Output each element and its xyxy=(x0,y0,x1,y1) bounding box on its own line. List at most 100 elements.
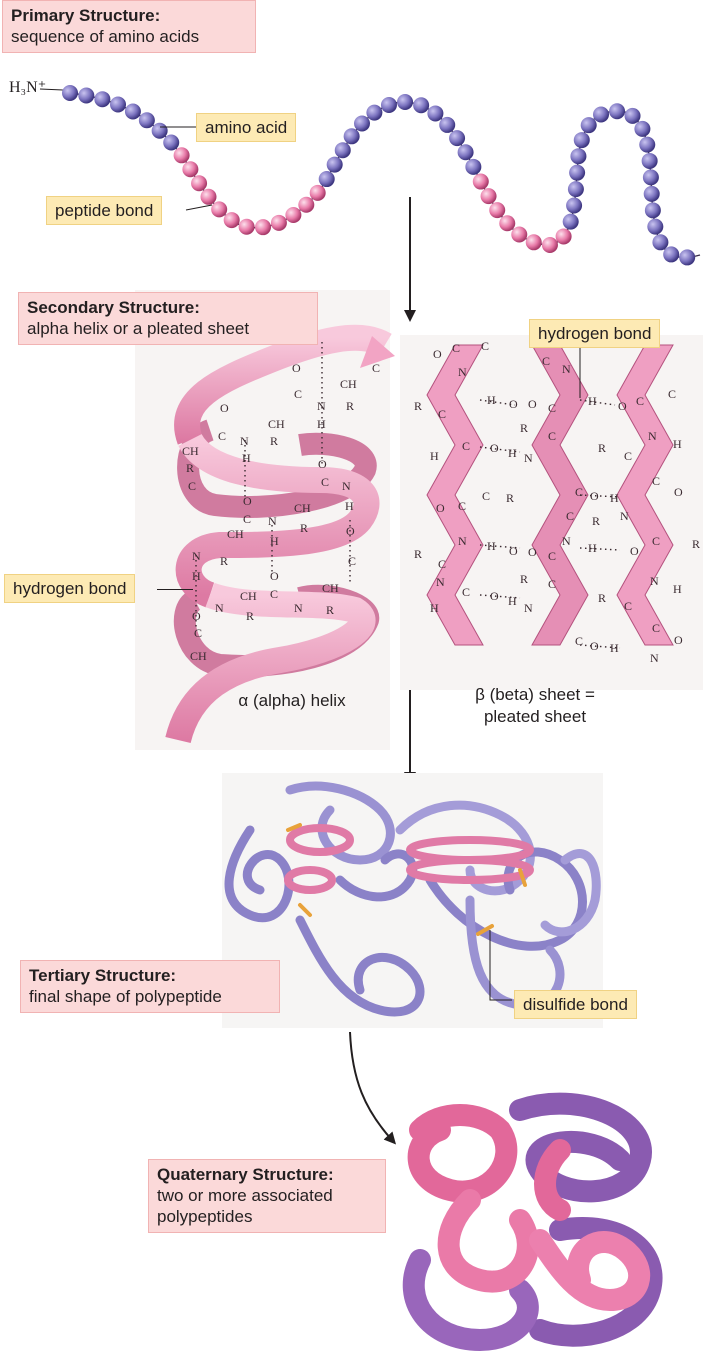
svg-text:C: C xyxy=(188,479,196,493)
amino-acid-bead-purple xyxy=(663,246,679,262)
svg-text:C: C xyxy=(548,429,556,443)
svg-text:C: C xyxy=(294,387,302,401)
hydrogen-bond-label-sheet: hydrogen bond xyxy=(529,319,660,348)
amino-acid-bead-pink xyxy=(499,215,515,231)
svg-text:O: O xyxy=(528,545,537,559)
svg-text:N: N xyxy=(650,651,659,665)
secondary-structure-subtitle: alpha helix or a pleated sheet xyxy=(27,318,309,339)
svg-text:O: O xyxy=(618,399,627,413)
amino-acid-bead-pink xyxy=(271,215,287,231)
alpha-helix-illustration: OCN CHRC HOC NHOC OCN CHRH CHRC OCN CHRH… xyxy=(135,290,395,750)
amino-acid-bead-purple xyxy=(679,249,695,265)
amino-acid-bead-purple xyxy=(643,169,659,185)
amino-acid-bead-purple xyxy=(327,157,343,173)
disulfide-bond-label: disulfide bond xyxy=(514,990,637,1019)
svg-text:N: N xyxy=(268,514,277,528)
amino-acid-bead-purple xyxy=(634,121,650,137)
svg-text:C: C xyxy=(624,449,632,463)
amino-acid-bead-purple xyxy=(609,103,625,119)
quaternary-structure-subtitle-line1: two or more associated xyxy=(157,1185,377,1206)
amino-acid-bead-purple xyxy=(397,94,413,110)
amino-acid-bead-purple xyxy=(152,123,168,139)
primary-structure-title: Primary Structure: xyxy=(11,5,247,26)
svg-text:R: R xyxy=(270,434,278,448)
svg-text:O: O xyxy=(436,501,445,515)
amino-acid-bead-purple xyxy=(78,88,94,104)
amino-acid-bead-pink xyxy=(556,228,572,244)
svg-text:C: C xyxy=(348,554,356,568)
amino-acid-bead-purple xyxy=(163,134,179,150)
amino-acid-bead-purple xyxy=(563,214,579,230)
amino-acid-bead-pink xyxy=(201,189,217,205)
alpha-helix-caption: α (alpha) helix xyxy=(212,690,372,712)
svg-text:N: N xyxy=(524,451,533,465)
svg-text:O: O xyxy=(318,457,327,471)
svg-text:C: C xyxy=(542,354,550,368)
svg-text:N: N xyxy=(562,534,571,548)
svg-text:N: N xyxy=(215,601,224,615)
amino-acid-bead-purple xyxy=(581,117,597,133)
svg-text:R: R xyxy=(346,399,354,413)
amino-acid-bead-pink xyxy=(511,226,527,242)
beta-sheet-caption-line1: β (beta) sheet = xyxy=(450,684,620,706)
svg-text:H: H xyxy=(610,491,619,505)
svg-text:C: C xyxy=(652,621,660,635)
amino-acid-bead-purple xyxy=(642,153,658,169)
amino-acid-bead-pink xyxy=(489,202,505,218)
amino-acid-bead-pink xyxy=(542,237,558,253)
svg-text:C: C xyxy=(575,485,583,499)
svg-text:CH: CH xyxy=(182,444,199,458)
svg-text:H: H xyxy=(673,437,682,451)
amino-acid-bead-pink xyxy=(285,207,301,223)
svg-text:H: H xyxy=(430,449,439,463)
svg-text:H: H xyxy=(610,641,619,655)
svg-text:R: R xyxy=(414,399,422,413)
svg-text:N: N xyxy=(524,601,533,615)
amino-acid-bead-purple xyxy=(593,106,609,122)
amino-acid-bead-purple xyxy=(110,96,126,112)
svg-text:C: C xyxy=(462,585,470,599)
svg-text:O: O xyxy=(433,347,442,361)
svg-text:H: H xyxy=(270,534,279,548)
amino-acid-bead-purple xyxy=(335,142,351,158)
svg-text:O: O xyxy=(630,544,639,558)
svg-text:C: C xyxy=(321,475,329,489)
svg-text:R: R xyxy=(300,521,308,535)
primary-structure-subtitle: sequence of amino acids xyxy=(11,26,247,47)
svg-text:O: O xyxy=(490,589,499,603)
svg-text:H: H xyxy=(345,499,354,513)
amino-acid-bead-purple xyxy=(354,115,370,131)
svg-text:O: O xyxy=(346,524,355,538)
svg-text:C: C xyxy=(270,587,278,601)
amino-acid-bead-purple xyxy=(439,117,455,133)
svg-text:R: R xyxy=(186,461,194,475)
svg-text:C: C xyxy=(482,489,490,503)
amino-acid-bead-purple xyxy=(344,128,360,144)
beta-sheet-caption: β (beta) sheet = pleated sheet xyxy=(450,684,620,728)
svg-text:C: C xyxy=(194,626,202,640)
amino-acid-bead-purple xyxy=(366,105,382,121)
svg-text:C: C xyxy=(462,439,470,453)
svg-text:R: R xyxy=(598,441,606,455)
n-terminus-label: H₃N⁺ xyxy=(9,77,46,97)
svg-text:N: N xyxy=(650,574,659,588)
amino-acid-bead-pink xyxy=(255,219,271,235)
amino-acid-bead-pink xyxy=(224,212,240,228)
amino-acid-bead-purple xyxy=(139,112,155,128)
svg-text:H: H xyxy=(487,393,496,407)
amino-acid-bead-pink xyxy=(473,174,489,190)
amino-acid-bead-purple xyxy=(574,132,590,148)
amino-acid-bead-purple xyxy=(319,171,335,187)
tertiary-structure-label: Tertiary Structure: final shape of polyp… xyxy=(20,960,280,1013)
hydrogen-bond-leader xyxy=(157,589,193,590)
svg-text:C: C xyxy=(452,341,460,355)
peptide-bond-label: peptide bond xyxy=(46,196,162,225)
amino-acid-bead-purple xyxy=(62,85,78,101)
svg-text:H: H xyxy=(673,582,682,596)
amino-acid-bead-pink xyxy=(211,201,227,217)
svg-text:C: C xyxy=(243,512,251,526)
amino-acid-bead-purple xyxy=(449,130,465,146)
svg-text:CH: CH xyxy=(190,649,207,663)
svg-text:H: H xyxy=(242,451,251,465)
hydrogen-bond-label-helix: hydrogen bond xyxy=(4,574,135,603)
